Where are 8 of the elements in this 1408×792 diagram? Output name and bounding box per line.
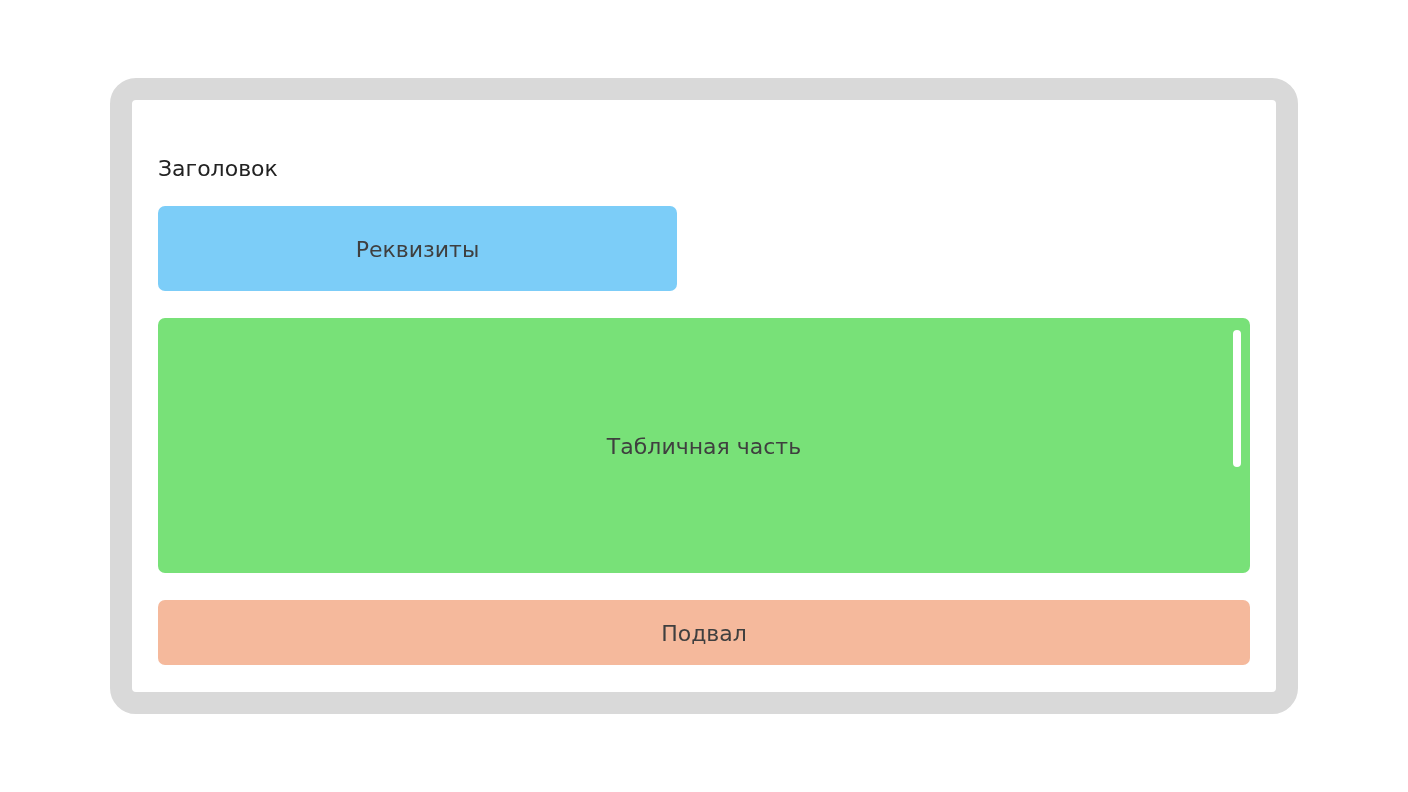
section-block xyxy=(158,600,1250,665)
section-block xyxy=(158,206,677,291)
section-block xyxy=(158,318,1250,573)
section-label: Табличная часть xyxy=(605,433,803,458)
section-label: Подвал xyxy=(660,620,748,645)
form-title: Заголовок xyxy=(158,156,278,181)
section-label: Реквизиты xyxy=(354,236,481,261)
form-frame xyxy=(110,78,1298,714)
